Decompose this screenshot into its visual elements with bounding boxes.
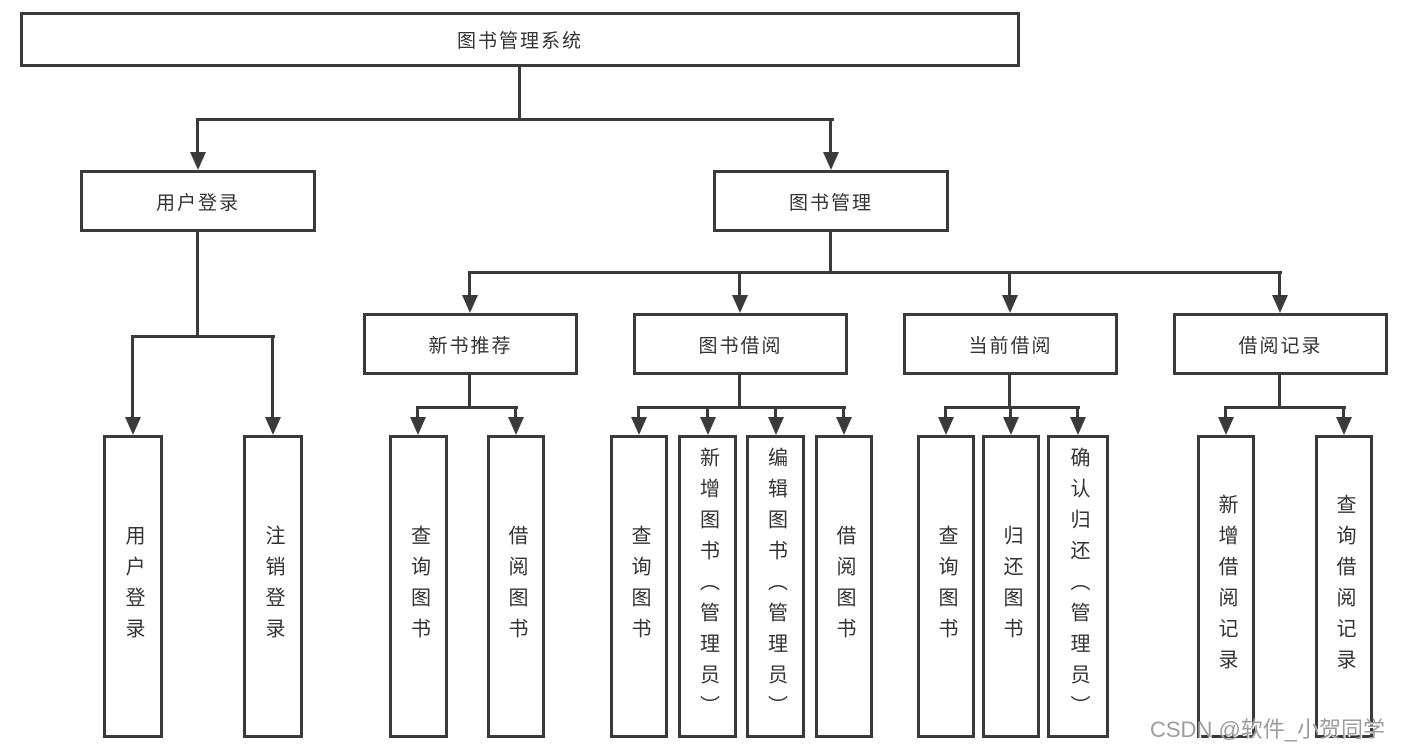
leaf-newbook-query-books-label: 查询图书 [407, 524, 430, 649]
leaf-return-books: 归还图书 [982, 435, 1040, 738]
connector-line [1076, 406, 1079, 421]
leaf-return-books-label: 归还图书 [1000, 524, 1022, 649]
node-current-borrowing-label: 当前借阅 [968, 335, 1053, 357]
connector-line [468, 373, 471, 408]
connector-line [706, 406, 709, 421]
connector-line [842, 406, 845, 421]
connector-line [1009, 406, 1012, 421]
arrow-down-icon [462, 295, 478, 313]
leaf-confirm-return-admin-label: 确认归还（管理员） [1067, 447, 1089, 726]
leaf-newbook-borrow-books: 借阅图书 [487, 435, 545, 738]
leaf-current-query-books: 查询图书 [917, 435, 975, 738]
leaf-user-login: 用户登录 [103, 435, 163, 738]
arrow-down-icon [732, 295, 748, 313]
arrow-down-icon [125, 417, 141, 435]
leaf-edit-books-admin: 编辑图书（管理员） [746, 435, 805, 738]
connector-line [637, 406, 640, 421]
connector-line [944, 406, 1080, 409]
arrow-down-icon [938, 417, 954, 435]
connector-line [196, 118, 834, 121]
leaf-borrowing-borrow-books-label: 借阅图书 [833, 524, 855, 649]
connector-line [416, 406, 518, 409]
leaf-add-books-admin: 新增图书（管理员） [678, 435, 737, 738]
arrow-down-icon [410, 417, 426, 435]
leaf-add-books-admin-label: 新增图书（管理员） [696, 447, 719, 726]
connector-line [1008, 373, 1011, 408]
arrow-down-icon [1272, 295, 1288, 313]
connector-line [637, 406, 846, 409]
arrow-down-icon [823, 152, 839, 170]
arrow-down-icon [631, 417, 647, 435]
leaf-add-borrow-record-label: 新增借阅记录 [1215, 493, 1237, 680]
connector-line [468, 271, 471, 299]
arrow-down-icon [700, 417, 716, 435]
arrow-down-icon [1336, 417, 1352, 435]
leaf-newbook-query-books: 查询图书 [389, 435, 448, 738]
node-book-management: 图书管理 [713, 170, 949, 232]
arrow-down-icon [508, 417, 524, 435]
node-book-management-label: 图书管理 [788, 192, 873, 214]
leaf-logout: 注销登录 [243, 435, 303, 738]
arrow-down-icon [1218, 417, 1234, 435]
connector-line [131, 335, 134, 421]
connector-line [416, 406, 419, 421]
leaf-add-borrow-record: 新增借阅记录 [1197, 435, 1255, 738]
arrow-down-icon [1070, 417, 1086, 435]
node-book-borrowing: 图书借阅 [633, 313, 848, 375]
node-borrowing-records-label: 借阅记录 [1238, 335, 1323, 357]
connector-line [774, 406, 777, 421]
arrow-down-icon [265, 417, 281, 435]
connector-line [196, 118, 199, 156]
connector-line [518, 67, 521, 121]
connector-line [196, 230, 199, 338]
connector-line [1224, 406, 1346, 409]
leaf-logout-label: 注销登录 [262, 524, 284, 649]
arrow-down-icon [768, 417, 784, 435]
leaf-query-borrow-record-label: 查询借阅记录 [1333, 493, 1355, 680]
leaf-newbook-borrow-books-label: 借阅图书 [505, 524, 527, 649]
node-new-book-recommend: 新书推荐 [363, 313, 578, 375]
connector-line [1342, 406, 1345, 421]
connector-line [1224, 406, 1227, 421]
connector-line [1278, 373, 1281, 408]
leaf-current-query-books-label: 查询图书 [935, 524, 957, 649]
arrow-down-icon [190, 152, 206, 170]
node-book-borrowing-label: 图书借阅 [698, 335, 783, 357]
connector-line [514, 406, 517, 421]
connector-line [829, 118, 832, 156]
arrow-down-icon [1002, 295, 1018, 313]
connector-line [738, 271, 741, 299]
connector-line [1278, 271, 1281, 299]
connector-line [944, 406, 947, 421]
leaf-borrowing-query-books-label: 查询图书 [628, 524, 650, 649]
csdn-watermark: CSDN @软件_小贺同学 [1150, 717, 1386, 742]
arrow-down-icon [836, 417, 852, 435]
connector-line [468, 271, 1282, 274]
leaf-user-login-label: 用户登录 [122, 524, 144, 649]
node-root-label: 图书管理系统 [456, 31, 583, 52]
connector-line [738, 373, 741, 408]
node-root: 图书管理系统 [20, 12, 1020, 67]
node-borrowing-records: 借阅记录 [1173, 313, 1388, 375]
leaf-query-borrow-record: 查询借阅记录 [1315, 435, 1373, 738]
node-user-login: 用户登录 [80, 170, 316, 232]
leaf-edit-books-admin-label: 编辑图书（管理员） [764, 447, 787, 726]
connector-line [131, 335, 275, 338]
node-current-borrowing: 当前借阅 [903, 313, 1118, 375]
node-new-book-recommend-label: 新书推荐 [428, 335, 513, 357]
arrow-down-icon [1003, 417, 1019, 435]
leaf-borrowing-borrow-books: 借阅图书 [815, 435, 873, 738]
connector-line [271, 335, 274, 421]
node-user-login-label: 用户登录 [155, 192, 240, 214]
connector-line [829, 230, 832, 274]
leaf-borrowing-query-books: 查询图书 [610, 435, 668, 738]
connector-line [1008, 271, 1011, 299]
leaf-confirm-return-admin: 确认归还（管理员） [1047, 435, 1109, 738]
